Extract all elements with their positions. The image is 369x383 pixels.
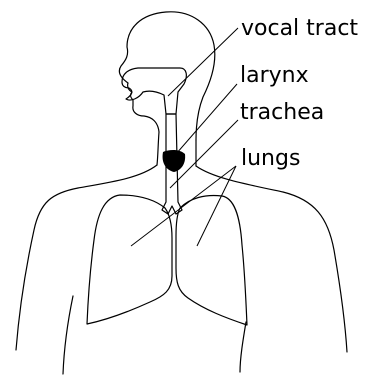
right-torso-outline (240, 322, 246, 372)
larynx-leader (176, 84, 237, 154)
head-outline (119, 12, 214, 140)
larynx-label: larynx (240, 63, 309, 88)
lungs-leader-right (197, 166, 236, 246)
lungs-label: lungs (241, 146, 300, 171)
vocal-tract-leader (168, 28, 238, 96)
left-torso-outline (63, 296, 73, 374)
trachea-label: trachea (240, 100, 324, 125)
neck-outline-left (157, 132, 159, 165)
vocal-tract (122, 68, 186, 114)
vocal-tract-label: vocal tract (241, 16, 358, 41)
right-shoulder-outline (196, 166, 347, 352)
left-lung (87, 195, 172, 324)
lungs-leader-left (131, 166, 236, 246)
right-lung (176, 196, 247, 326)
